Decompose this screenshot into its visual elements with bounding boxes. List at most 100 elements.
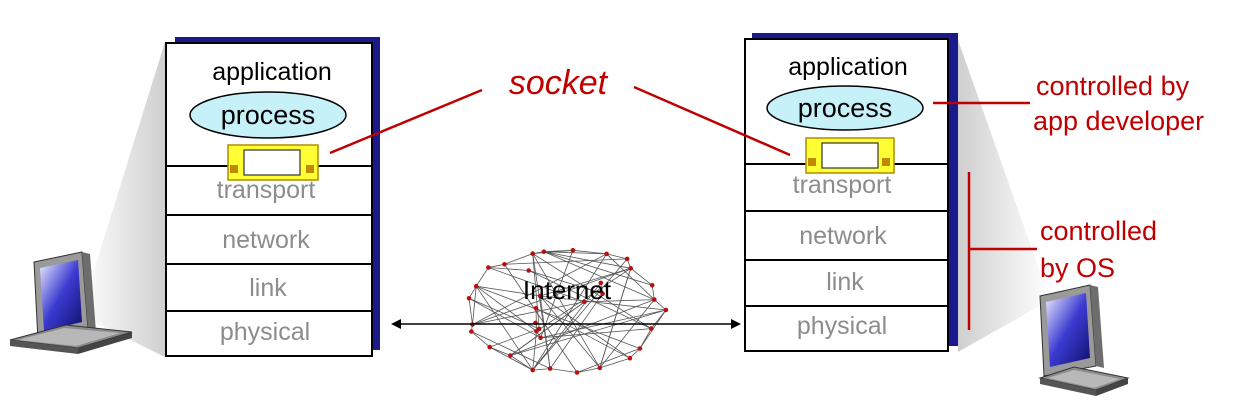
right-process-label: process — [798, 93, 893, 123]
network-node — [530, 367, 535, 373]
network-edge — [471, 331, 551, 369]
network-edge — [532, 253, 601, 369]
network-edge — [489, 328, 540, 348]
network-edge — [540, 250, 574, 338]
network-edge — [606, 253, 655, 300]
network-node — [570, 248, 576, 253]
network-edge — [606, 253, 628, 260]
left-protocol-stack: application process transport network li… — [165, 37, 380, 357]
network-edge — [599, 357, 631, 369]
network-edge — [504, 258, 628, 265]
network-node — [582, 299, 587, 305]
network-node — [487, 344, 493, 350]
network-node — [473, 283, 479, 289]
right-protocol-stack: application process transport network li… — [744, 33, 958, 352]
network-node — [547, 366, 553, 371]
network-edge — [532, 258, 628, 371]
right-host-beam — [958, 40, 1050, 352]
network-edge — [488, 267, 585, 303]
network-node — [598, 280, 604, 286]
network-edge — [532, 253, 652, 329]
network-edge — [629, 348, 641, 359]
network-edge — [543, 251, 653, 286]
network-node — [538, 335, 543, 341]
network-node — [652, 297, 657, 302]
network-edge — [472, 301, 585, 325]
network-node — [502, 262, 507, 267]
socket-pointer-right — [633, 85, 791, 157]
internet-cloud: Internet — [466, 248, 669, 375]
os-annotation-line1: controlled — [1040, 216, 1157, 246]
network-node — [649, 326, 654, 331]
network-node — [537, 293, 543, 299]
network-edge — [510, 299, 655, 356]
network-edge — [475, 267, 489, 287]
right-layer-application: application — [788, 53, 908, 81]
network-edge — [543, 251, 655, 300]
network-node — [604, 251, 609, 257]
network-node — [649, 283, 655, 288]
network-node — [637, 346, 643, 351]
network-node — [627, 355, 633, 361]
right-computer-icon — [1038, 284, 1130, 396]
network-edge — [577, 367, 600, 373]
left-layer-application: application — [212, 58, 332, 86]
network-edge — [539, 295, 631, 359]
network-edge — [489, 346, 533, 371]
left-process-oval — [189, 91, 347, 139]
network-node — [534, 328, 539, 334]
network-node — [663, 307, 669, 313]
left-process-label: process — [221, 100, 316, 130]
network-edge — [543, 251, 631, 269]
network-edge — [549, 293, 603, 369]
app-developer-annotation-line2: app developer — [1033, 106, 1204, 136]
app-developer-annotation-line1: controlled by — [1036, 71, 1190, 101]
network-edge — [488, 263, 505, 268]
right-layer-link: link — [826, 268, 864, 296]
network-node — [574, 370, 580, 375]
network-edge — [532, 253, 551, 369]
network-edge — [543, 251, 607, 255]
network-edge — [468, 285, 477, 299]
network-edge — [532, 368, 551, 371]
network-edge — [528, 270, 652, 329]
network-node — [526, 268, 531, 273]
socket-label: socket — [509, 64, 609, 102]
network-edge — [504, 264, 578, 373]
network-edge — [572, 249, 607, 255]
internet-label: Internet — [523, 275, 612, 305]
network-edge — [532, 331, 537, 371]
right-layer-transport: transport — [793, 171, 892, 199]
network-edge — [488, 267, 529, 271]
left-socket-icon — [227, 144, 319, 181]
network-edge — [540, 328, 652, 339]
network-node — [530, 251, 535, 256]
right-socket-icon — [805, 137, 895, 174]
network-edge — [532, 253, 607, 371]
network-edge — [599, 299, 655, 369]
network-node — [624, 256, 630, 262]
network-edge — [504, 253, 533, 265]
network-node — [508, 353, 513, 358]
network-edge — [584, 299, 655, 303]
network-edge — [576, 348, 641, 373]
network-edge — [630, 267, 653, 286]
network-node — [466, 296, 472, 301]
internet-link-arrow — [391, 319, 741, 329]
network-edge — [654, 299, 667, 311]
network-edge — [468, 298, 473, 325]
network-edge — [651, 285, 655, 300]
network-edge — [540, 295, 666, 311]
network-node — [597, 365, 603, 371]
network-node — [469, 329, 474, 334]
left-layer-network: network — [222, 226, 310, 254]
network-edge — [472, 286, 477, 325]
left-computer-icon — [9, 251, 133, 354]
right-process-oval — [766, 85, 924, 131]
network-edge — [471, 331, 490, 348]
network-edge — [532, 282, 602, 371]
os-annotation-line2: by OS — [1040, 253, 1115, 283]
left-layer-physical: physical — [220, 318, 310, 346]
network-node — [533, 305, 539, 311]
